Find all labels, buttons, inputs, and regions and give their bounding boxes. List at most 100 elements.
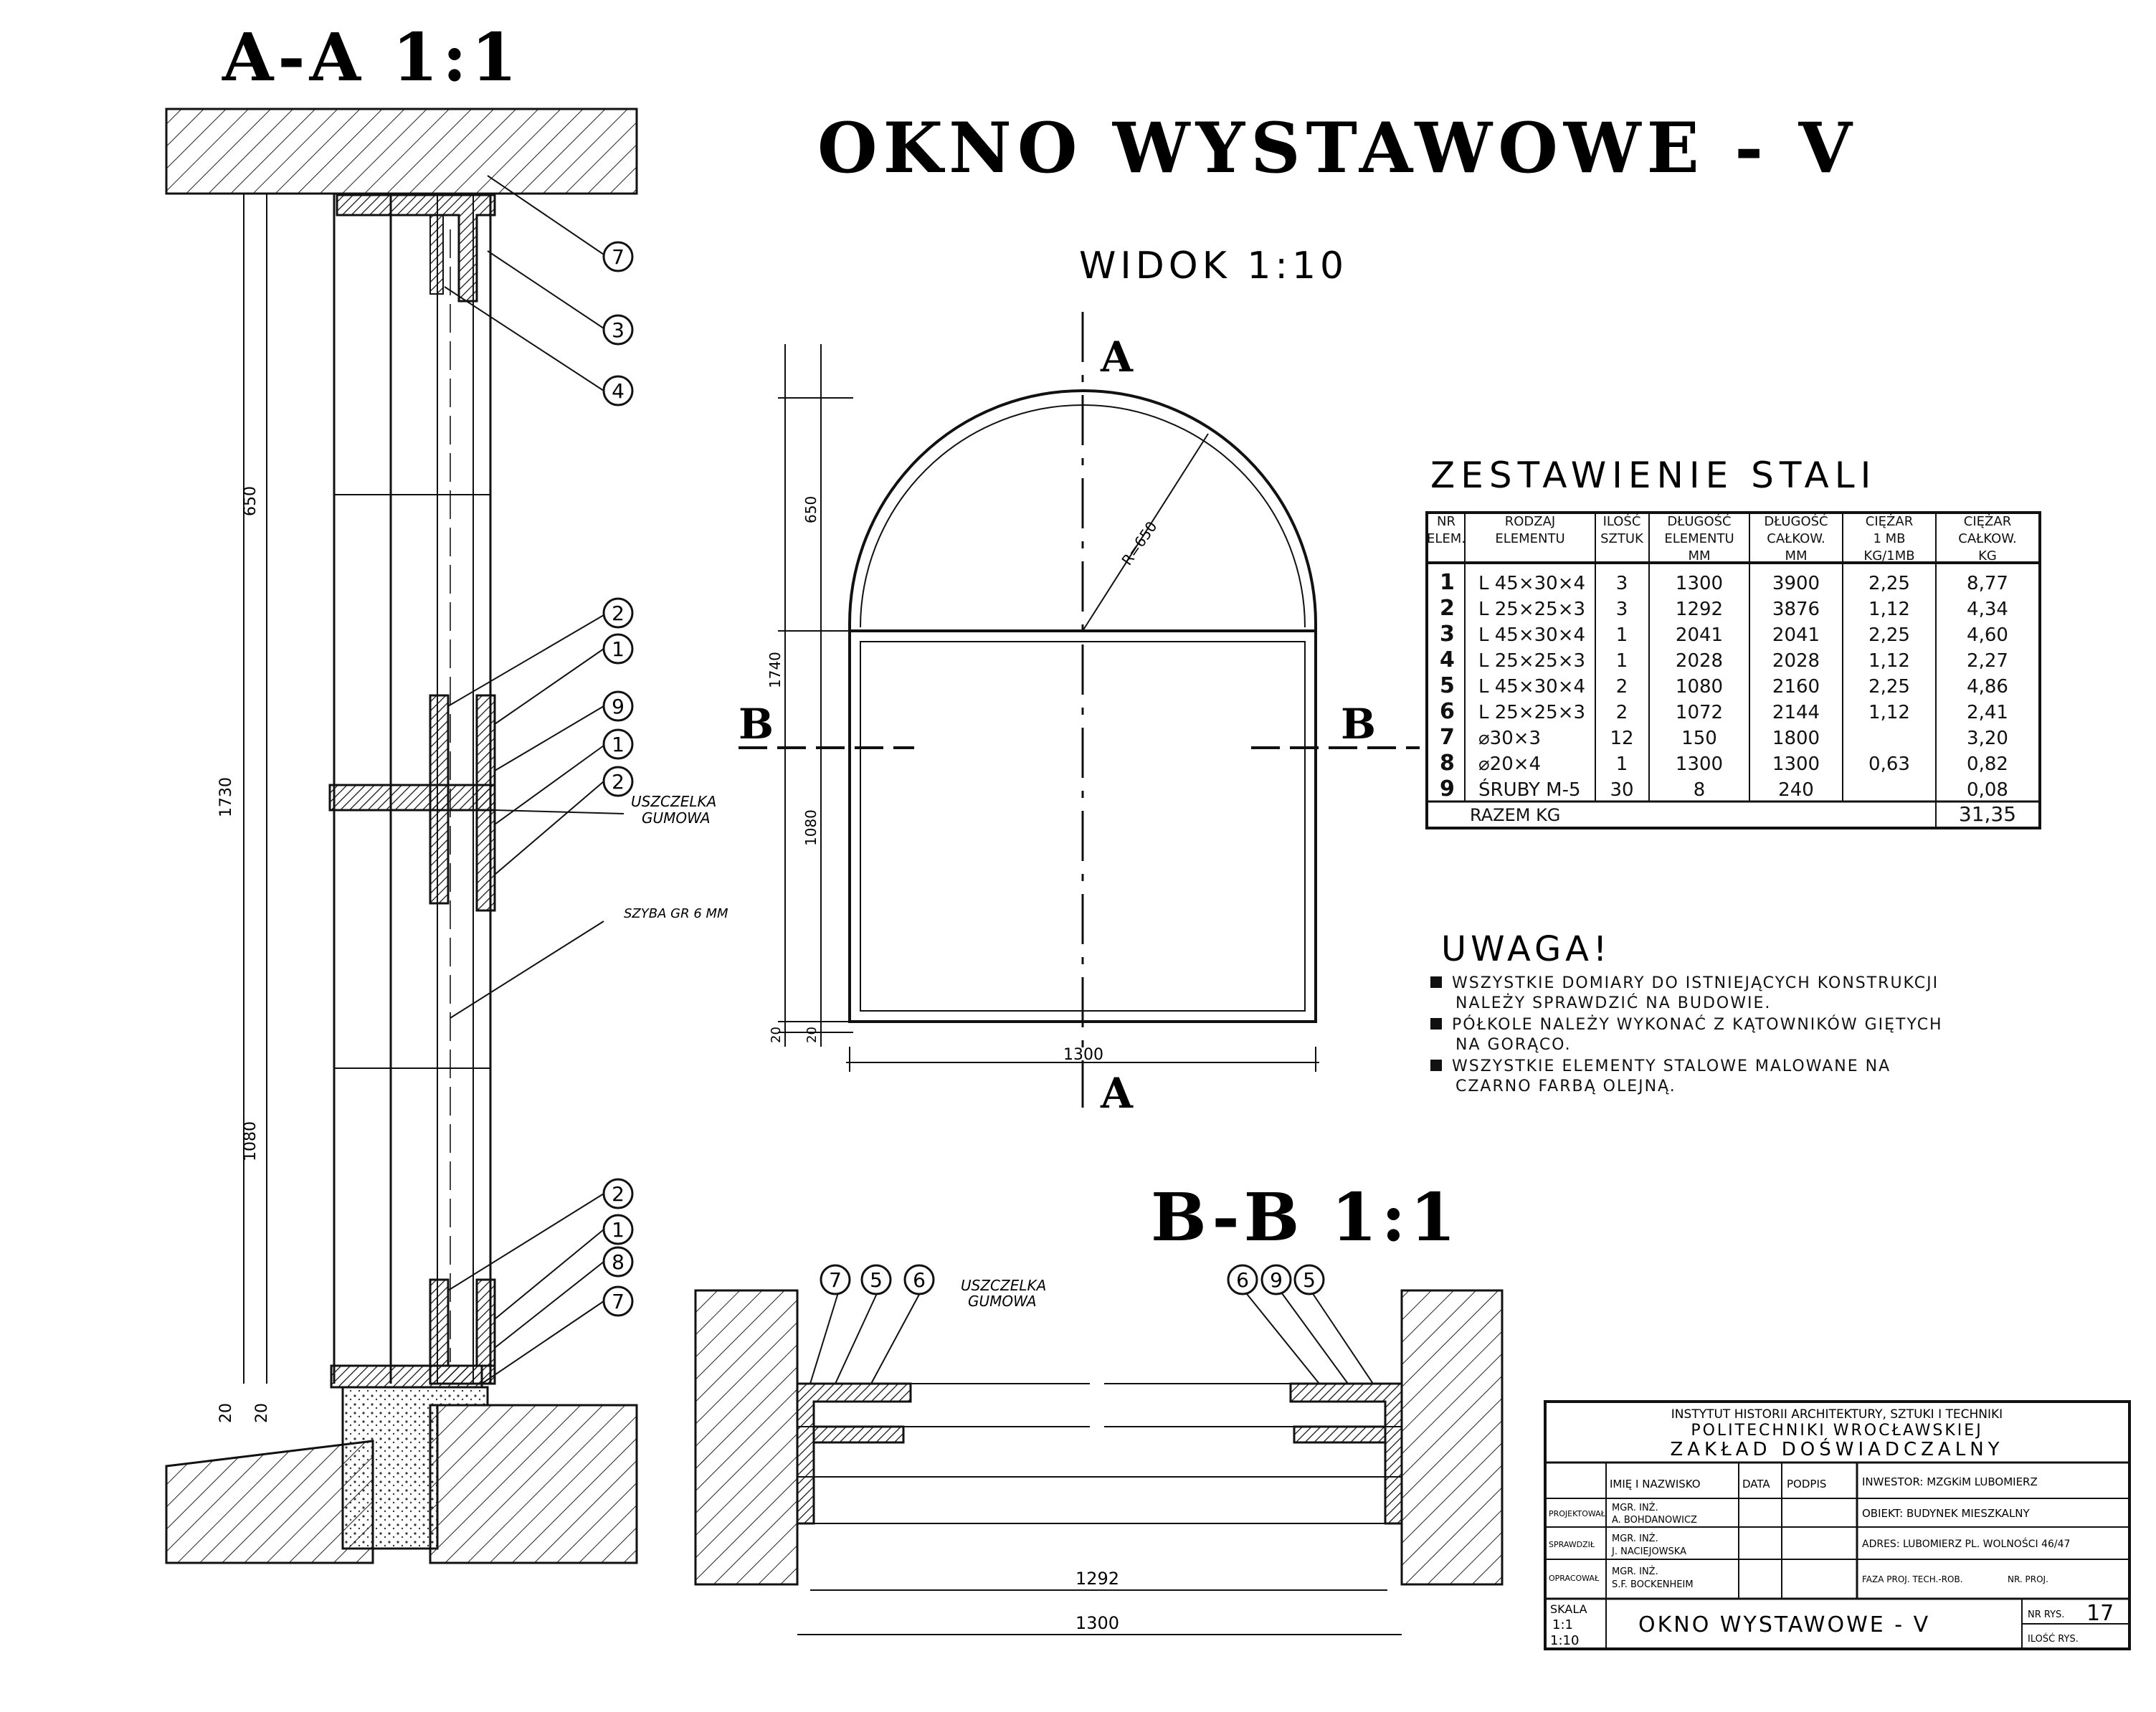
note-title: UWAGA! (1441, 929, 1611, 969)
note-line: CZARNO FARBĄ OLEJNĄ. (1455, 1078, 1676, 1095)
tb-name-2b: J. NACIEJOWSKA (1611, 1546, 1686, 1557)
steel-cell: 3876 (1772, 599, 1820, 620)
steel-cell: 1072 (1676, 702, 1723, 723)
steel-cell: 2 (1616, 702, 1628, 723)
steel-cell: ŚRUBY M-5 (1478, 778, 1581, 801)
steel-cell: 3 (1616, 599, 1628, 620)
steel-cell: 2,25 (1868, 676, 1910, 698)
aa-dim-1730: 1730 (217, 777, 235, 817)
view-dim-650: 650 (802, 496, 820, 523)
radius-label: R=650 (1118, 518, 1160, 569)
cut-label-b-left: B (739, 700, 774, 748)
callout-label: 2 (612, 1182, 625, 1206)
tb-project-no: NR. PROJ. (2008, 1574, 2048, 1584)
tb-role-1: PROJEKTOWAŁ (1549, 1509, 1606, 1518)
steel-header-cell: RODZAJ (1505, 514, 1556, 529)
steel-header-cell: ELEM. (1427, 531, 1466, 546)
aa-seal-label-1: USZCZELKA (631, 793, 716, 810)
steel-total-label: RAZEM KG (1470, 805, 1560, 825)
steel-cell: 3900 (1772, 573, 1820, 594)
tb-investor: INWESTOR: MZGKiM LUBOMIERZ (1862, 1475, 2038, 1488)
steel-header-cell: MM (1785, 548, 1807, 563)
callout-label: 1 (612, 637, 625, 661)
note-bullet (1430, 1018, 1442, 1029)
tb-col-name: IMIĘ I NAZWISKO (1610, 1478, 1701, 1490)
steel-row-number: 3 (1440, 622, 1455, 647)
steel-cell: 2041 (1772, 624, 1820, 646)
steel-header-cell: ILOŚĆ (1603, 513, 1641, 529)
view-title: WIDOK 1:10 (1079, 244, 1348, 287)
steel-cell: 2041 (1676, 624, 1723, 646)
steel-table: NRELEM.RODZAJELEMENTUILOŚĆSZTUKDŁUGOŚĆEL… (1425, 511, 2041, 829)
steel-row-number: 2 (1440, 596, 1455, 621)
steel-cell: 0,08 (1967, 779, 2008, 801)
steel-cell: 3 (1616, 573, 1628, 594)
tb-drawing-name: OKNO WYSTAWOWE - V (1638, 1612, 1930, 1637)
steel-cell: 1 (1616, 650, 1628, 672)
steel-cell: 1292 (1676, 599, 1723, 620)
note-line: WSZYSTKIE DOMIARY DO ISTNIEJĄCYCH KONSTR… (1452, 974, 1939, 992)
steel-cell: 2144 (1772, 702, 1820, 723)
steel-cell: 2,25 (1868, 573, 1910, 594)
steel-cell: 1,12 (1868, 650, 1910, 672)
view-dim-20a: 20 (769, 1027, 784, 1043)
steel-cell: 240 (1778, 779, 1814, 801)
view-dim-1740: 1740 (766, 652, 784, 688)
aa-dim-20b: 20 (253, 1403, 271, 1423)
tb-role-3: OPRACOWAŁ (1549, 1574, 1600, 1583)
view-dim-20b: 20 (804, 1027, 820, 1043)
steel-cell: L 45×30×4 (1478, 676, 1585, 698)
steel-cell: 1080 (1676, 676, 1723, 698)
callout-label: 2 (612, 770, 625, 794)
steel-header-cell: SZTUK (1600, 531, 1644, 546)
callout-label: 7 (829, 1268, 842, 1292)
note-line: WSZYSTKIE ELEMENTY STALOWE MALOWANE NA (1452, 1057, 1891, 1075)
steel-cell: 0,63 (1868, 753, 1910, 775)
drawing-title: OKNO WYSTAWOWE - V (817, 108, 1858, 189)
steel-row-number: 1 (1440, 570, 1455, 595)
steel-cell: ⌀20×4 (1478, 753, 1541, 775)
tb-inst-1: INSTYTUT HISTORII ARCHITEKTURY, SZTUKI I… (1671, 1407, 2003, 1422)
callout-label: 7 (612, 1290, 625, 1313)
tb-count-label: ILOŚĆ RYS. (2028, 1633, 2079, 1645)
steel-row-number: 4 (1440, 647, 1455, 672)
steel-cell: L 25×25×3 (1478, 599, 1585, 620)
tb-name-2a: MGR. INŻ. (1612, 1533, 1658, 1544)
steel-cell: 30 (1610, 779, 1633, 801)
tb-name-3b: S.F. BOCKENHEIM (1612, 1579, 1694, 1590)
steel-row-number: 6 (1440, 699, 1455, 724)
tb-role-2: SPRAWDZIŁ (1549, 1540, 1595, 1549)
bb-seal-label-2: GUMOWA (968, 1293, 1037, 1310)
bb-callouts: 7 5 6 6 9 5 (820, 1264, 1325, 1295)
steel-cell: 2160 (1772, 676, 1820, 698)
steel-cell: 1,12 (1868, 702, 1910, 723)
steel-cell: 1300 (1676, 753, 1723, 775)
steel-cell: 1,12 (1868, 599, 1910, 620)
view-dim-total: 1300 (1063, 1046, 1103, 1064)
bb-dim-1300: 1300 (1075, 1613, 1119, 1633)
note-line: PÓŁKOLE NALEŻY WYKONAĆ Z KĄTOWNIKÓW GIĘT… (1452, 1015, 1943, 1034)
aa-glass-label: SZYBA GR 6 MM (624, 906, 728, 921)
steel-cell: 3,20 (1967, 728, 2008, 749)
steel-cell: 2028 (1772, 650, 1820, 672)
bb-dim-1292: 1292 (1075, 1569, 1119, 1589)
tb-phase: FAZA PROJ. TECH.-ROB. (1862, 1574, 1963, 1584)
callout-label: 9 (612, 695, 625, 718)
section-bb-detail (694, 1289, 1504, 1635)
aa-callouts: 7 3 4 2 1 9 1 2 2 1 8 7 (602, 241, 634, 1317)
steel-header-cell: ELEMENTU (1495, 531, 1564, 546)
aa-dim-20a: 20 (217, 1403, 235, 1423)
callout-label: 1 (612, 1218, 625, 1242)
steel-total-value: 31,35 (1959, 802, 2016, 826)
note-list: WSZYSTKIE DOMIARY DO ISTNIEJĄCYCH KONSTR… (1430, 974, 1943, 1095)
note-line: NA GORĄCO. (1455, 1036, 1572, 1054)
steel-header-cell: KG/1MB (1863, 548, 1914, 563)
callout-label: 9 (1270, 1268, 1283, 1292)
steel-row-number: 8 (1440, 751, 1455, 776)
tb-sheet-no: 17 (2086, 1601, 2114, 1626)
note-bullet (1430, 1060, 1442, 1071)
tb-scale-2: 1:10 (1550, 1633, 1579, 1648)
steel-cell: L 25×25×3 (1478, 650, 1585, 672)
title-block-frame (1544, 1400, 2131, 1650)
